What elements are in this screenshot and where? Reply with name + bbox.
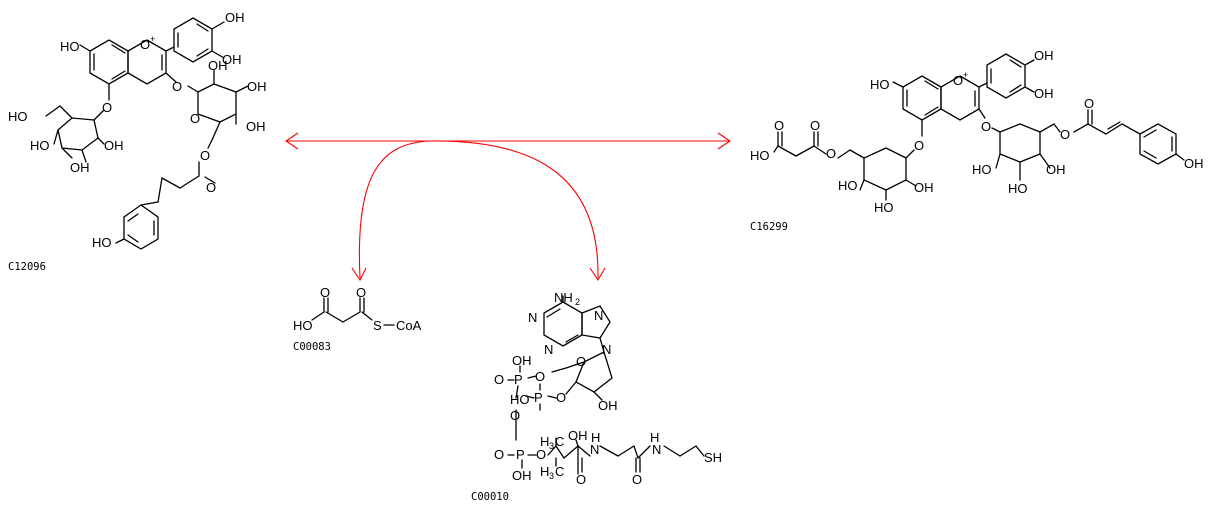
coproduct-p-alpha: P [514,372,523,387]
substrate-o-ester: O [200,148,210,163]
coproduct-oh-beta: OH [512,468,532,483]
coproduct-ho-3p: HO [510,392,530,407]
product-o-ester-right: O [1060,127,1070,142]
coproduct-n9: N [602,342,611,357]
product-oh-4p: OH [1034,48,1054,63]
coproduct-arrow-head [589,267,606,282]
main-arrow-right-head [717,132,731,150]
cosubstrate-o-1: O [320,285,330,300]
coproduct-h3c-bottom-h: H [540,464,549,479]
coproduct-nh2-n: NH [554,290,573,305]
arrow-to-cosubstrate [358,140,431,279]
coproduct-oh-2p: OH [598,398,618,413]
product-o-5: O [914,138,924,153]
coproduct-p-3p: P [534,390,543,405]
product-oh-glc-right-4: OH [1046,162,1066,177]
product-o-3: O [981,119,991,134]
product-ho-acid: HO [750,148,770,163]
substrate-o-5: O [102,100,112,115]
coproduct-n7: N [594,308,603,323]
product-o-acid: O [774,118,784,133]
product-structure: HO O + OH OH O O O OH HO HO OH O O O O H… [750,48,1204,233]
product-o-carbonyl-left: O [810,118,820,133]
coproduct-o-beta-eq: O [494,447,504,462]
arrow-to-coproduct [429,140,599,279]
substrate-oh-c3: OH [70,160,90,175]
product-plus-charge: + [963,70,968,80]
cosubstrate-arrow-head [351,267,367,282]
coproduct-h3c-top-c: C [555,434,564,449]
cosubstrate-o-2: O [356,285,366,300]
coproduct-o-5p: O [535,369,545,384]
product-o-carbonyl-right: O [1084,96,1094,111]
coproduct-h3c-top-sub: 3 [549,441,554,451]
coproduct-h3c-bottom-c: C [555,464,564,479]
coproduct-h-amide2: H [650,430,659,445]
substrate-oh-c2: OH [104,138,124,153]
coproduct-sh: SH [704,450,722,465]
substrate-structure: HO O + OH OH O OH OH OH O O O O HO HO HO… [8,10,267,273]
coproduct-n-amide2: N [652,442,661,457]
coproduct-o-alpha-eq: O [494,372,504,387]
coproduct-o-bridge: O [510,408,520,423]
main-arrow-left-head [285,132,299,150]
reaction-arrows [285,132,731,282]
substrate-ho-phenol: HO [92,235,112,250]
product-ho-glc-right: HO [972,162,992,177]
product-o-ester-left: O [826,146,836,161]
substrate-o-ring-upper: O [190,111,200,126]
coproduct-nh2-sub: 2 [575,297,580,307]
product-o-plus: O [953,73,963,88]
coproduct-o-ribose: O [576,354,586,369]
product-oh-glc-left-2: OH [914,180,934,195]
substrate-ho-c6: HO [8,109,28,124]
coproduct-n1: N [528,310,537,325]
coproduct-o-amide1: O [576,472,586,487]
substrate-o-plus: O [140,37,150,52]
substrate-oh-glc3: OH [246,119,266,134]
coproduct-h-amide1: H [591,430,600,445]
coproduct-n3: N [544,342,553,357]
cosubstrate-ho: HO [293,318,313,333]
coproduct-oh-alpha: OH [512,353,532,368]
product-ho-glc-left-3: HO [874,200,894,215]
compound-id-c12096[interactable]: C12096 [8,261,46,273]
coproduct-o-pant: O [536,447,546,462]
compound-id-c00083[interactable]: C00083 [293,341,331,353]
cosubstrate-coa: CoA [396,318,422,333]
coproduct-o-3p: O [556,390,566,405]
coproduct-o-amide2: O [632,472,642,487]
substrate-oh-3p: OH [222,52,242,67]
coproduct-h3c-top-h: H [540,434,549,449]
product-ho-glc-left-4: HO [838,178,858,193]
substrate-oh-glc1: OH [208,58,228,73]
substrate-plus-charge: + [150,34,155,44]
product-ho-7: HO [870,77,890,92]
substrate-o-3: O [172,79,182,94]
substrate-oh-4p: OH [225,10,245,25]
substrate-ho-c4: HO [30,138,50,153]
coproduct-h3c-bottom-sub: 3 [549,471,554,481]
coproduct-structure: NH 2 N N N N O OH O P HO O P O OH O P O … [471,290,722,503]
substrate-o-carbonyl: O [206,180,216,195]
coproduct-n-amide1: N [590,442,599,457]
compound-id-c16299[interactable]: C16299 [750,221,788,233]
product-oh-3p: OH [1034,86,1054,101]
compound-id-c00010[interactable]: C00010 [471,491,509,503]
product-ho-glc-right-3: HO [1008,181,1028,196]
cosubstrate-s: S [373,318,382,333]
substrate-ho-7: HO [60,39,80,54]
product-oh-phenol: OH [1184,156,1204,171]
cosubstrate-structure: HO O O S CoA C00083 [293,285,422,353]
coproduct-p-beta: P [516,447,525,462]
coproduct-oh-pant: OH [568,428,588,443]
substrate-oh-glc2: OH [247,79,267,94]
